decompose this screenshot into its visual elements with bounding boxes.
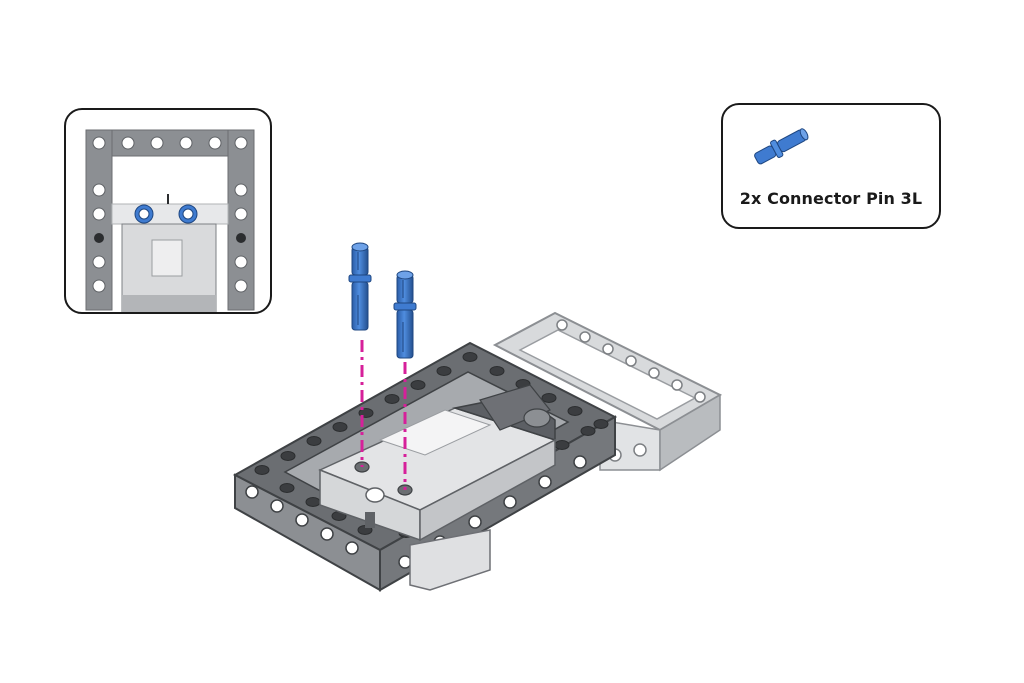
insertion-guide-lines <box>360 340 407 490</box>
top-view-detail-callout <box>64 108 272 314</box>
rear-frame <box>492 311 723 472</box>
parts-list-callout: 2x Connector Pin 3L <box>721 103 941 229</box>
top-view-detail-image <box>85 129 255 312</box>
pin-top-view-left <box>134 204 154 224</box>
connector-pin-right <box>393 270 417 359</box>
pin-top-view-right <box>178 204 198 224</box>
connector-pin-left <box>348 242 372 331</box>
connector-pin-3l-icon <box>754 128 809 165</box>
parts-list-label: 2x Connector Pin 3L <box>739 189 923 208</box>
motor <box>318 384 557 591</box>
